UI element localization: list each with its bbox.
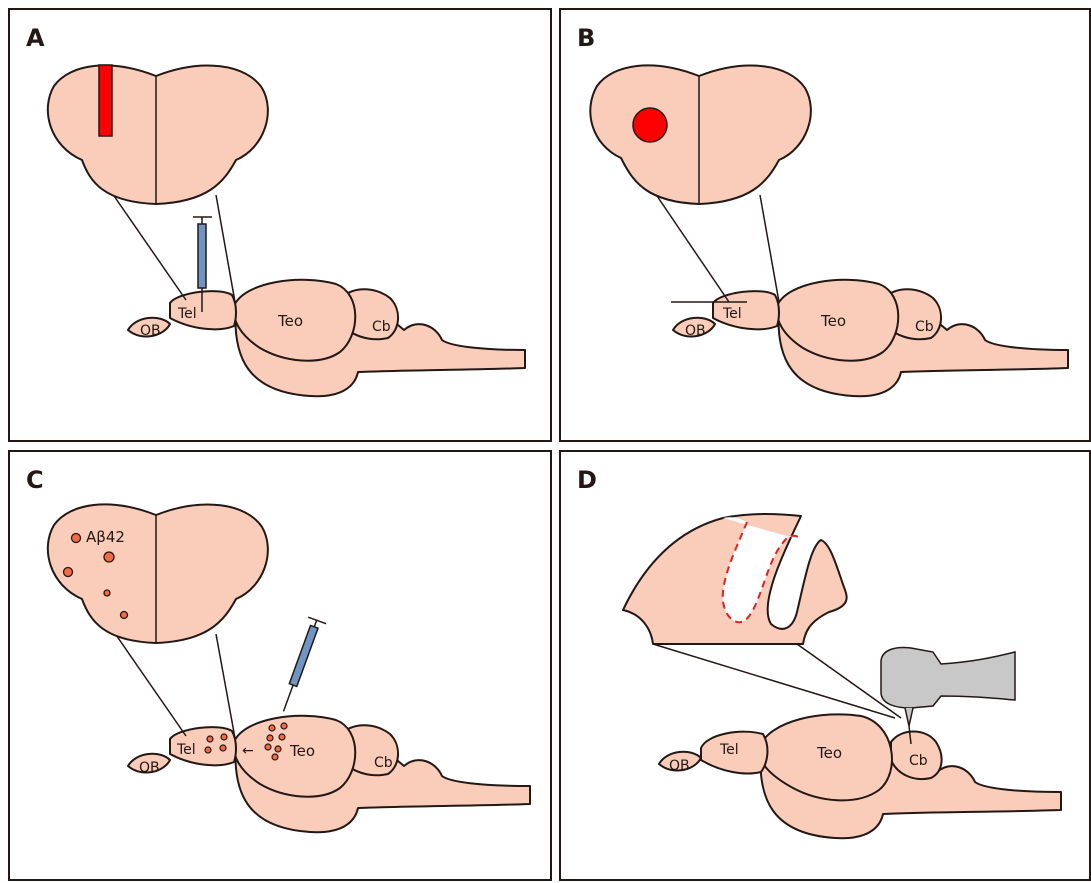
coronal-section xyxy=(48,504,268,643)
label-teo: Teo xyxy=(816,744,842,762)
projection-line-right xyxy=(760,195,779,302)
stab-lesion-mark xyxy=(99,65,112,136)
projection-line-left xyxy=(653,644,895,718)
label-ob: OB xyxy=(139,760,160,776)
projection-line-left xyxy=(114,632,186,736)
panel-a: A OB Tel Teo Cb xyxy=(8,8,552,442)
brain-lateral-view xyxy=(659,714,1061,838)
label-ob: OB xyxy=(140,323,161,339)
dental-drill-icon xyxy=(881,648,1015,744)
brain-lateral-view xyxy=(128,716,530,832)
panel-d-figure: OB Tel Teo Cb xyxy=(561,452,1091,883)
coronal-section xyxy=(590,65,811,204)
projection-line-left xyxy=(655,193,729,302)
projection-line-right xyxy=(216,195,235,302)
label-ob: OB xyxy=(685,323,706,339)
label-teo: Teo xyxy=(820,312,846,330)
label-teo: Teo xyxy=(277,312,303,330)
syringe-icon xyxy=(275,617,326,715)
label-cb: Cb xyxy=(915,319,934,335)
brain-lateral-view xyxy=(673,280,1068,396)
label-tel: Tel xyxy=(719,742,739,758)
label-ob: OB xyxy=(669,758,690,774)
label-cb: Cb xyxy=(909,753,928,769)
label-tel: Tel xyxy=(176,742,196,758)
projection-line-left xyxy=(112,193,186,300)
label-teo: Teo xyxy=(289,742,315,760)
migration-arrow: ← xyxy=(242,743,254,759)
ablation-lesion-mark xyxy=(633,108,667,142)
panel-d: D OB Tel Teo Cb xyxy=(559,450,1091,881)
panel-a-figure: OB Tel Teo Cb xyxy=(10,10,554,444)
label-cb: Cb xyxy=(374,755,393,771)
brain-lateral-view xyxy=(128,280,525,396)
label-cb: Cb xyxy=(372,319,391,335)
label-tel: Tel xyxy=(722,306,742,322)
label-tel: Tel xyxy=(177,306,197,322)
projection-line-right xyxy=(216,634,235,738)
panel-c: C OB Tel Teo Cb ← Aβ42 xyxy=(8,450,552,881)
label-abeta: Aβ42 xyxy=(86,528,125,546)
panel-b: B OB Tel Teo Cb xyxy=(559,8,1091,442)
panel-c-figure: OB Tel Teo Cb ← Aβ42 xyxy=(10,452,554,883)
panel-b-figure: OB Tel Teo Cb xyxy=(561,10,1091,444)
coronal-section xyxy=(48,65,268,204)
